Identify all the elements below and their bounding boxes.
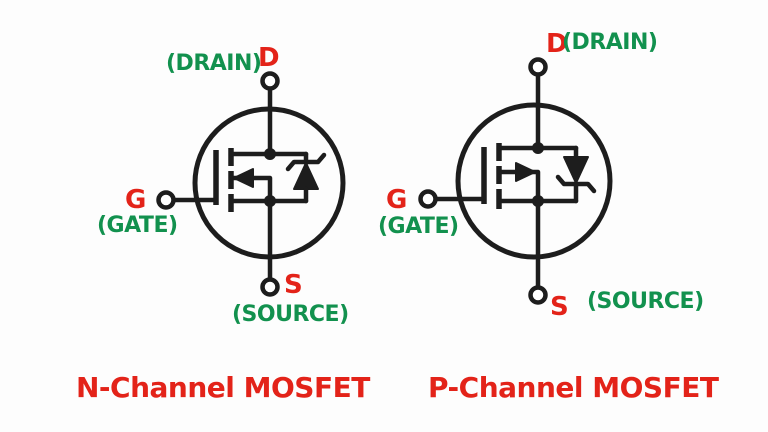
p-drain-word-label: (DRAIN) [562,30,658,55]
p-gate-word-label: (GATE) [378,214,459,239]
n-source-word-label: (SOURCE) [232,302,349,327]
n-drain-letter-label: D [258,43,280,73]
n-diode-cathode-bar [285,152,327,172]
p-channel-mosfet-symbol [418,57,613,305]
n-channel-mosfet-symbol [156,71,346,297]
p-channel-title: P-Channel MOSFET [428,371,719,404]
n-gate-word-label: (GATE) [97,213,178,238]
p-gate-terminal-node [418,189,438,209]
n-diode-triangle-icon [293,162,319,190]
n-channel-title: N-Channel MOSFET [76,371,370,404]
n-drain-junction-dot [264,148,276,160]
n-drain-word-label: (DRAIN) [166,51,262,76]
p-outward-arrow-icon [515,162,536,182]
p-gate-letter-label: G [386,185,408,215]
n-gate-letter-label: G [125,185,147,215]
p-diode-triangle-icon [563,156,589,184]
n-gate-terminal-node [156,190,176,210]
p-drain-junction-dot [532,142,544,154]
p-body-connector [496,169,541,204]
p-source-terminal-node [528,285,548,305]
n-source-letter-label: S [284,270,303,300]
n-source-terminal-node [260,277,280,297]
p-source-letter-label: S [550,292,569,322]
p-drain-terminal-node [528,57,548,77]
p-drain-letter-label: D [546,29,568,59]
n-drain-terminal-node [260,71,280,91]
p-source-word-label: (SOURCE) [587,289,704,314]
n-inward-arrow-icon [233,168,254,188]
p-transistor-body-circle [455,102,613,260]
